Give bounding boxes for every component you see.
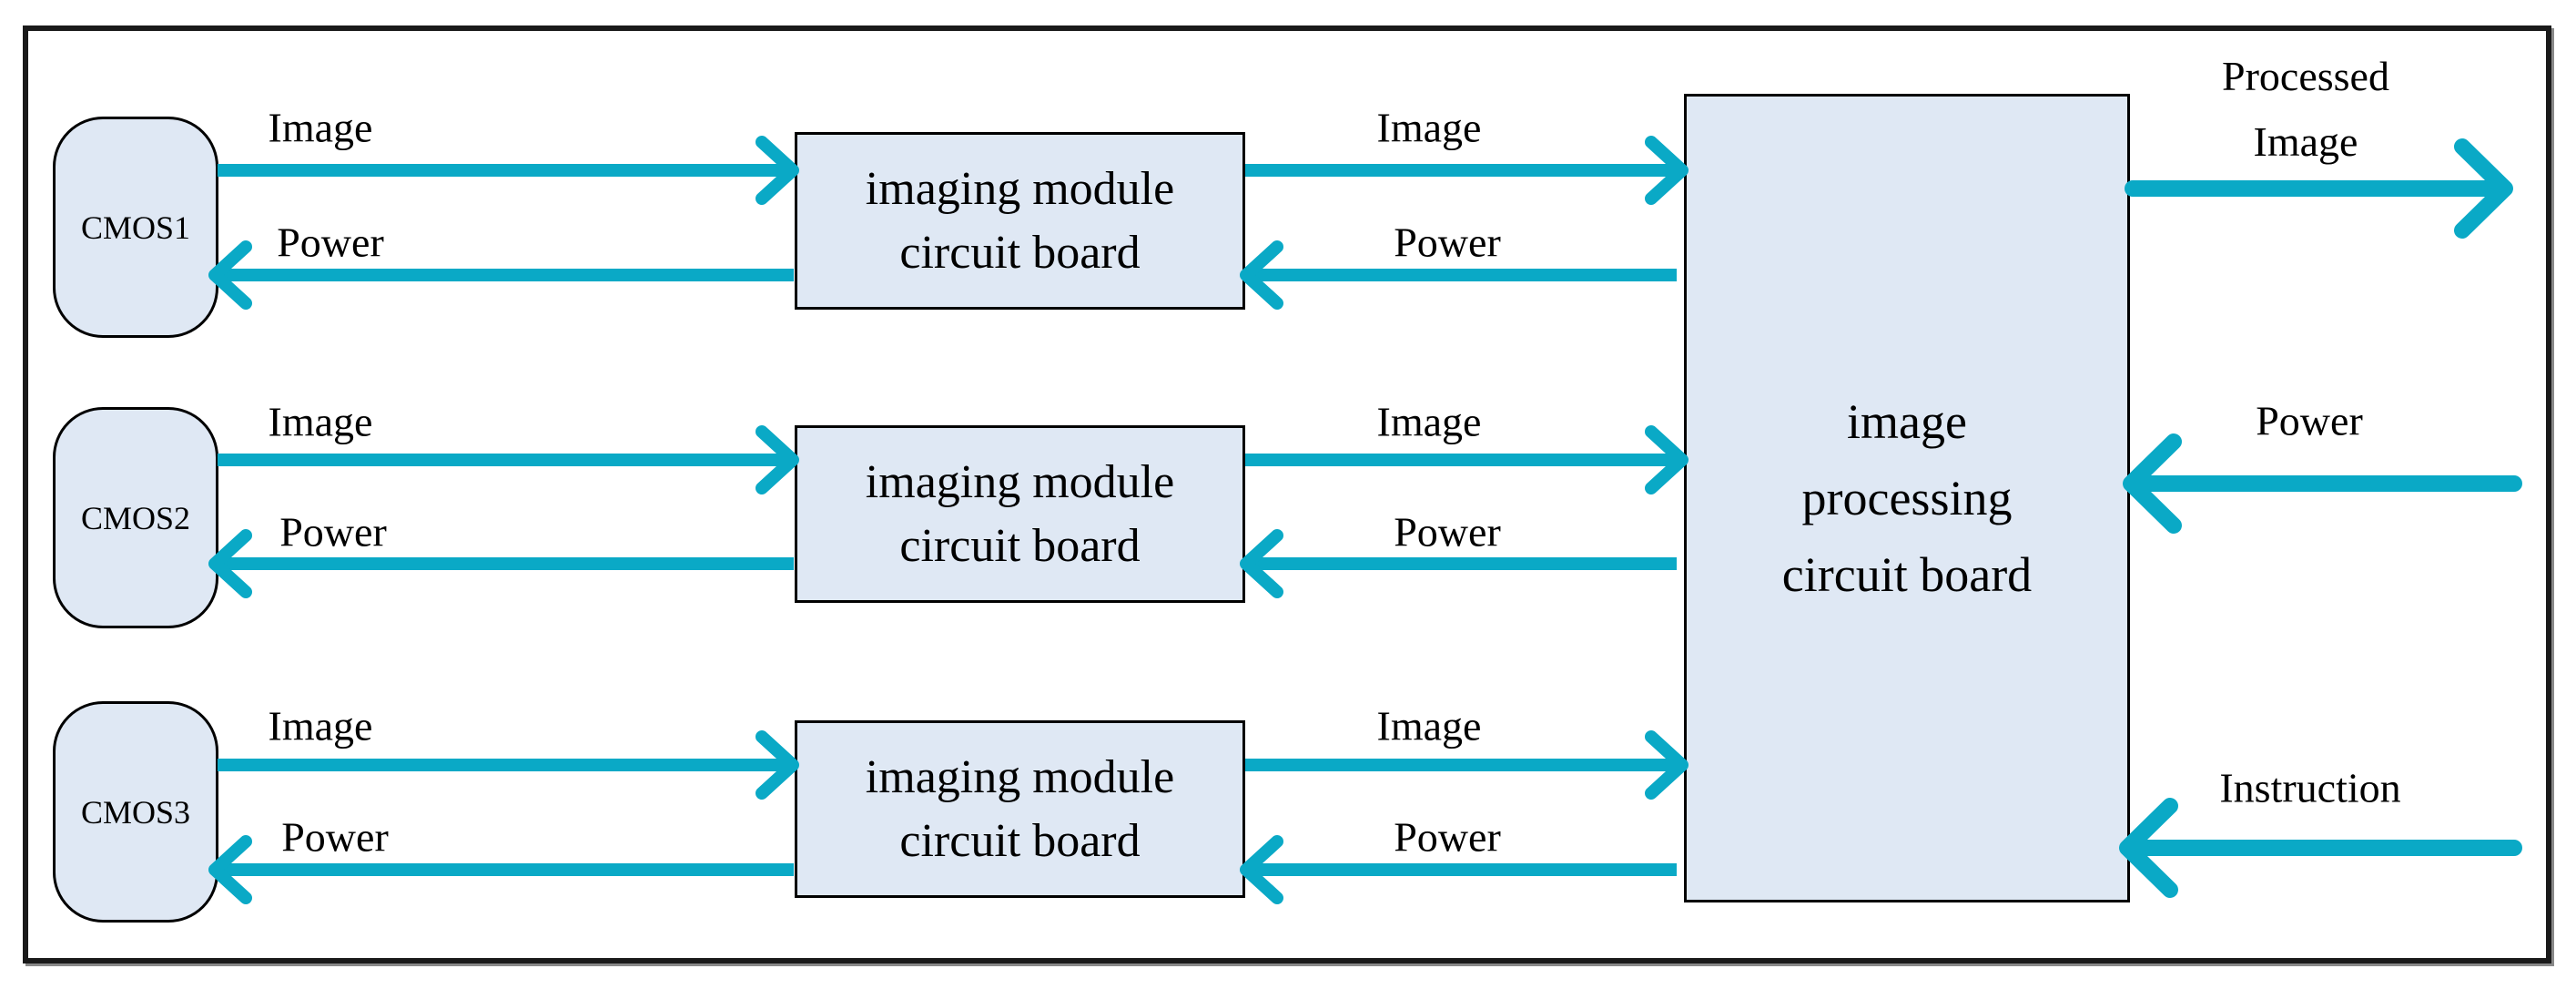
arrow-image-board1-to-processor	[1245, 136, 1689, 205]
node-imaging-board-1: imaging module circuit board	[795, 132, 1245, 310]
label-power-processor-board2: Power	[1394, 508, 1501, 556]
label-power-board3-cmos3: Power	[281, 813, 389, 861]
arrow-power-processor-to-board3	[1240, 835, 1677, 904]
arrow-image-cmos2-to-board2	[218, 425, 799, 494]
node-cmos1-label: CMOS1	[80, 209, 191, 246]
node-imaging-board-3: imaging module circuit board	[795, 720, 1245, 898]
node-cmos1: CMOS1	[53, 117, 218, 338]
label-image-cmos1-board1: Image	[268, 104, 373, 151]
arrow-power-board3-to-cmos3	[208, 835, 794, 904]
image-processor-line3: circuit board	[1781, 547, 2033, 602]
arrow-image-cmos1-to-board1	[218, 136, 799, 205]
arrow-image-board2-to-processor	[1245, 425, 1689, 494]
arrow-power-processor-to-board2	[1240, 529, 1677, 598]
node-image-processor: image processing circuit board	[1684, 94, 2130, 902]
arrow-power-board2-to-cmos2	[208, 529, 794, 598]
image-processor-line1: image	[1847, 394, 1967, 449]
node-imaging-board-2: imaging module circuit board	[795, 425, 1245, 603]
imaging-board-2-line1: imaging module	[865, 455, 1175, 508]
imaging-board-3-line1: imaging module	[865, 750, 1175, 803]
label-power-processor-board1: Power	[1394, 219, 1501, 266]
arrow-instruction-input	[2119, 798, 2522, 898]
arrow-processed-image-output	[2125, 138, 2513, 239]
label-power-board1-cmos1: Power	[277, 219, 384, 266]
label-image-board1-processor: Image	[1376, 104, 1482, 151]
arrow-power-board1-to-cmos1	[208, 240, 794, 310]
label-image-cmos2-board2: Image	[268, 398, 373, 445]
arrow-power-input	[2123, 433, 2522, 534]
imaging-board-2-line2: circuit board	[899, 519, 1141, 572]
label-image-board2-processor: Image	[1376, 398, 1482, 445]
node-cmos3: CMOS3	[53, 701, 218, 923]
label-power-input: Power	[2256, 397, 2363, 444]
arrow-image-cmos3-to-board3	[218, 730, 799, 800]
imaging-board-3-line2: circuit board	[899, 814, 1141, 867]
image-processor-line2: processing	[1801, 471, 2013, 525]
node-cmos3-label: CMOS3	[80, 793, 191, 831]
arrow-power-processor-to-board1	[1240, 240, 1677, 310]
label-image-board3-processor: Image	[1376, 702, 1482, 749]
node-cmos2: CMOS2	[53, 407, 218, 628]
label-power-processor-board3: Power	[1394, 813, 1501, 861]
arrow-image-board3-to-processor	[1245, 730, 1689, 800]
imaging-board-1-line2: circuit board	[899, 226, 1141, 279]
label-image-cmos3-board3: Image	[268, 702, 373, 749]
imaging-board-1-line1: imaging module	[865, 162, 1175, 215]
diagram-outer-border	[23, 25, 2551, 964]
node-cmos2-label: CMOS2	[80, 499, 191, 536]
label-power-board2-cmos2: Power	[279, 508, 387, 556]
label-processed-line2: Image	[2253, 118, 2358, 165]
label-processed-line1: Processed	[2222, 53, 2389, 99]
label-processed-image-output: Processed Image	[2222, 44, 2389, 175]
label-instruction-input: Instruction	[2219, 764, 2401, 811]
